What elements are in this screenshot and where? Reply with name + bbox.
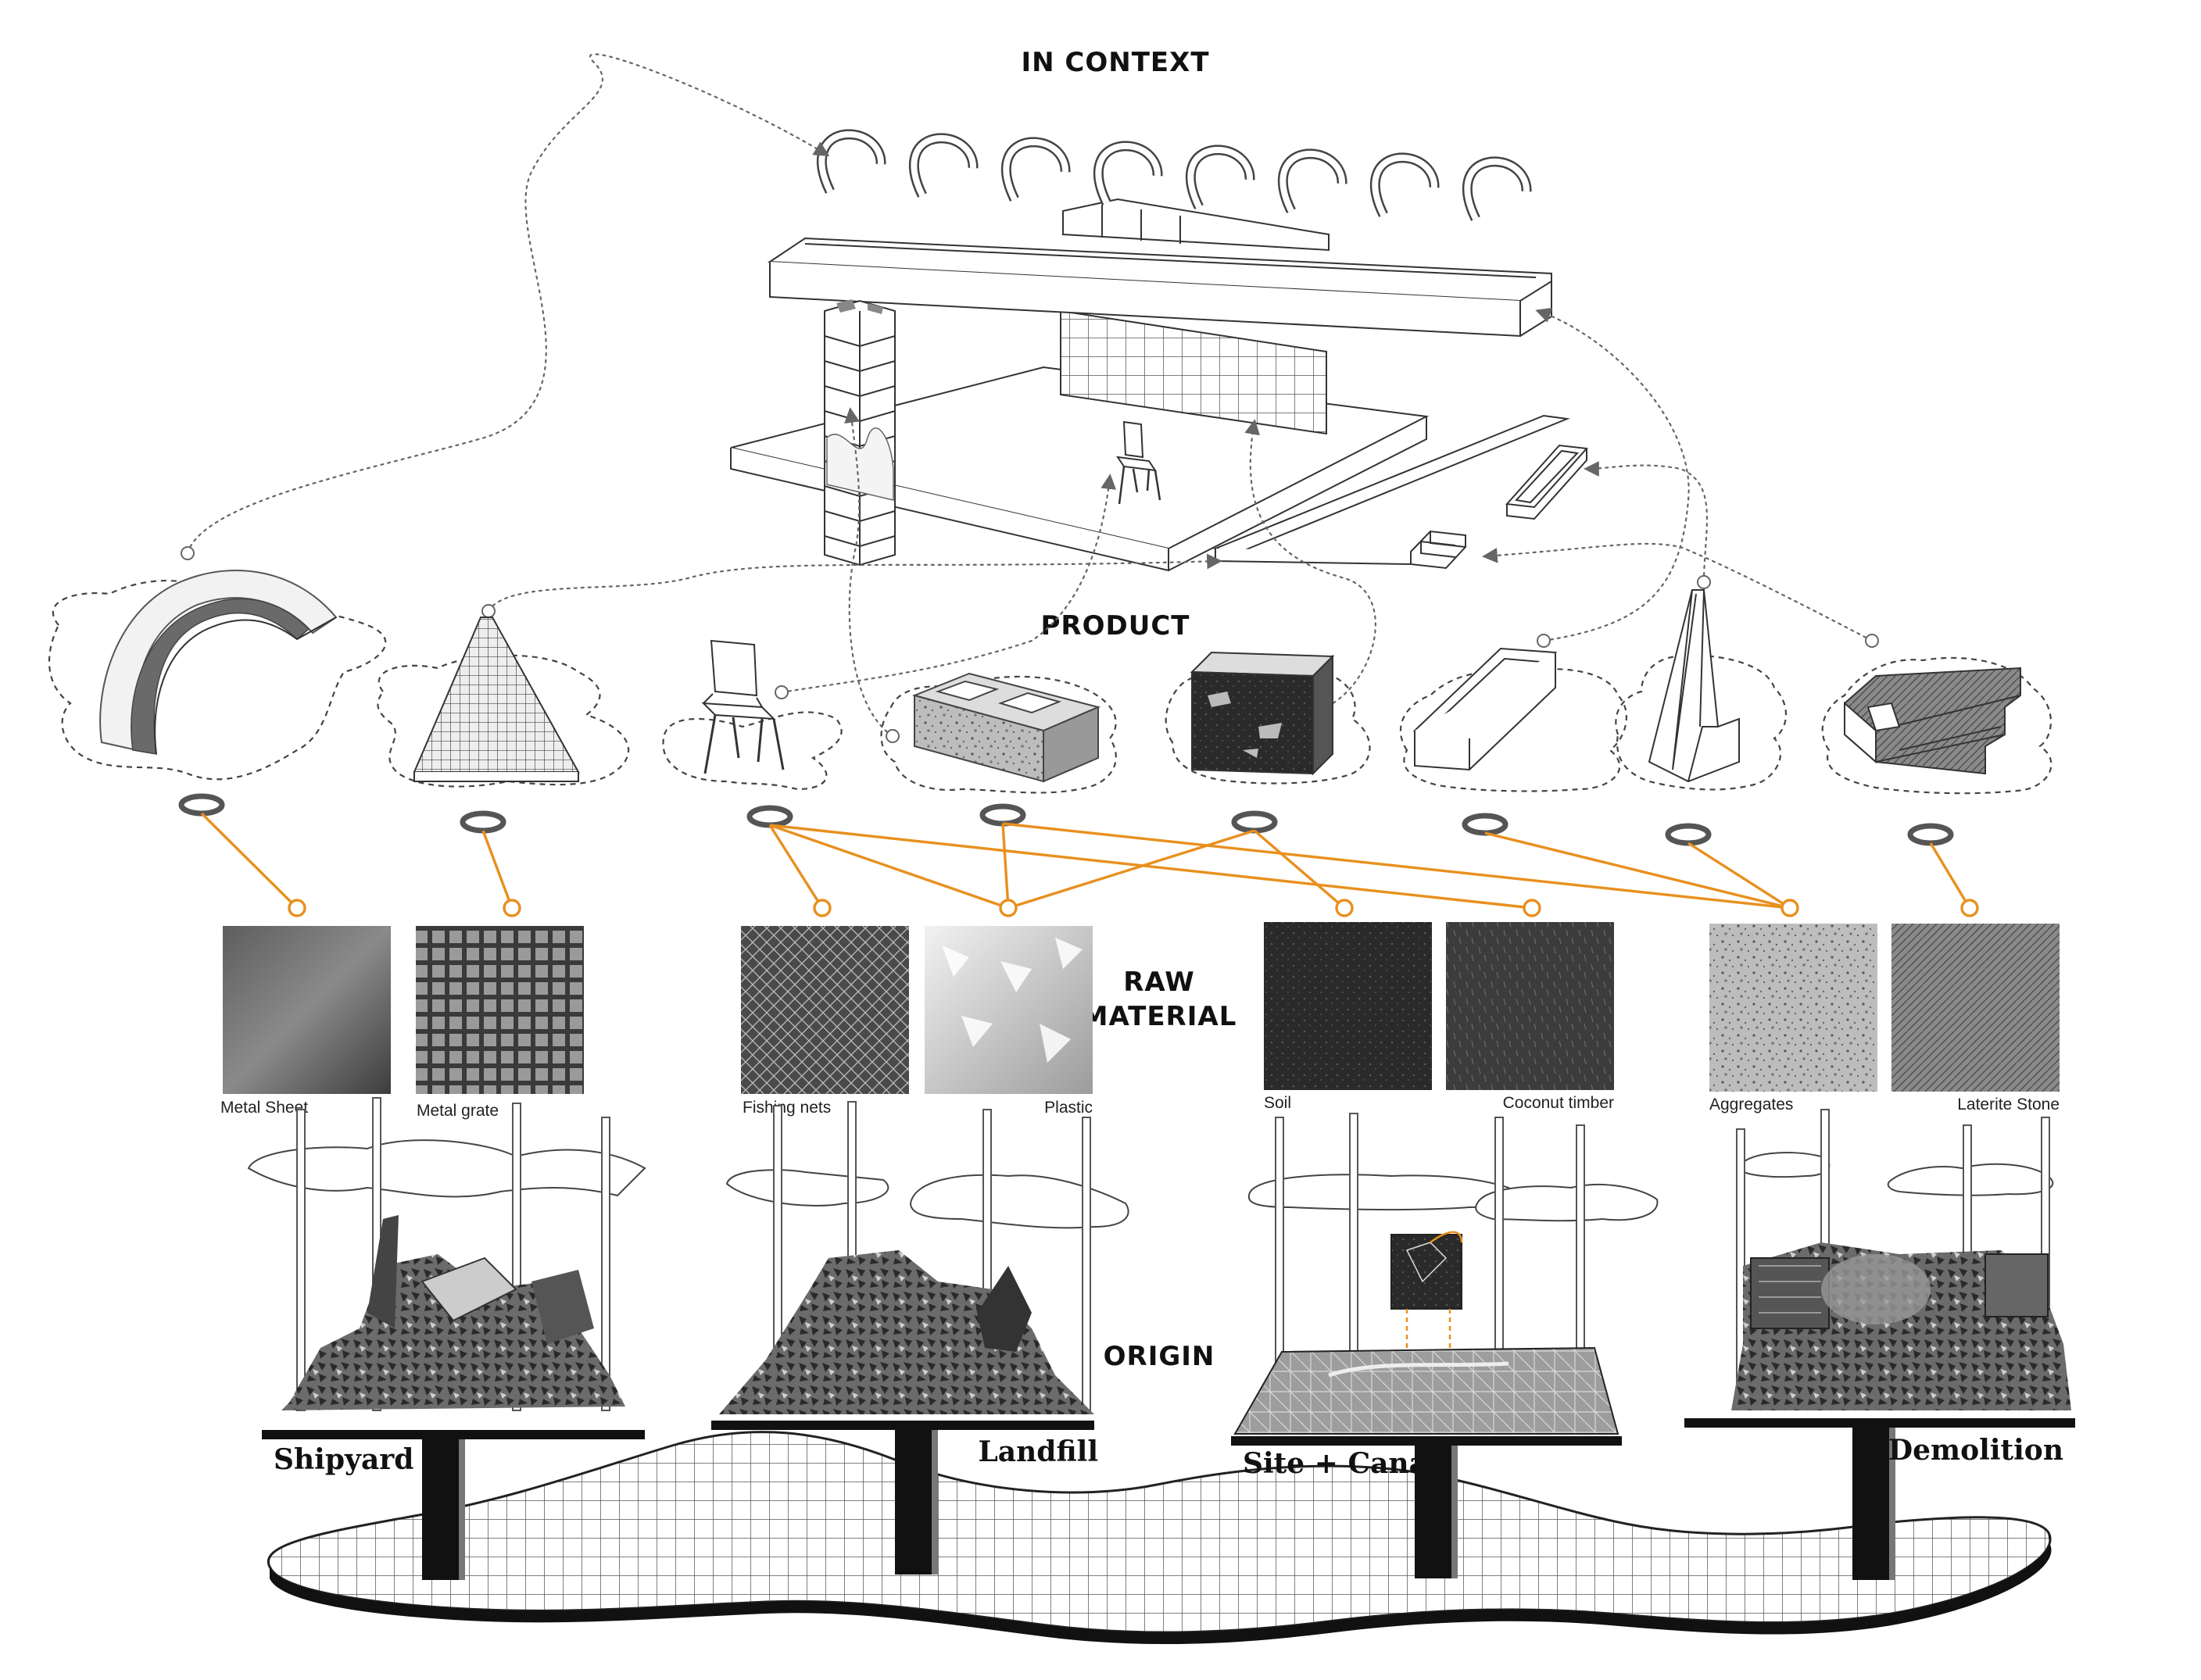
product-hollow-block [880, 672, 1117, 794]
origin-label: Site + Canal [1243, 1447, 1438, 1480]
material-label: Coconut timber [1503, 1094, 1614, 1112]
block-wall [1060, 309, 1327, 435]
block-column [824, 299, 896, 567]
material-label: Laterite Stone [1957, 1096, 2060, 1113]
swatch-laterite-stone [1891, 924, 2060, 1092]
curved-metal-sheet-icon [99, 570, 338, 755]
arch-row [816, 129, 1532, 221]
product-chair [662, 639, 843, 791]
origin-site-canal: Site + Canal [1231, 1113, 1659, 1578]
soil-cube-icon [1190, 651, 1335, 776]
material-links [200, 812, 1979, 917]
in-context-title: IN CONTEXT [1021, 47, 1209, 78]
product-metal-grate [377, 617, 630, 788]
origin-demolition: Demolition [1684, 1109, 2075, 1580]
raw-material-swatches [223, 922, 2060, 1094]
product-soil-cube [1165, 651, 1371, 785]
material-label: Aggregates [1709, 1096, 1793, 1113]
origin-shipyard: Shipyard [247, 1097, 646, 1580]
ground-terrain [267, 1431, 2052, 1645]
material-label: Metal Sheet [220, 1099, 308, 1117]
origin-landfill: Landfill [711, 1101, 1129, 1575]
small-chair [1115, 420, 1161, 505]
swatch-metal-sheet [223, 926, 391, 1094]
hollow-block-icon [911, 672, 1101, 783]
link-node [288, 899, 306, 917]
link-node [813, 899, 832, 917]
plastic-flakes [942, 938, 1083, 1063]
metal-grate-pyramid-icon [413, 617, 580, 782]
product-ring [979, 803, 1026, 827]
product-ring [460, 810, 506, 834]
product-curved-metal-sheet [48, 570, 387, 781]
raw-material-title-line2: MATERIAL [1082, 1001, 1237, 1032]
swatch-metal-grate [416, 926, 584, 1094]
product-rings [178, 793, 1954, 846]
in-context-assembly [730, 129, 1589, 572]
product-ring [1907, 823, 1954, 846]
swatch-coconut-timber [1446, 922, 1614, 1090]
origin-title: ORIGIN [1104, 1341, 1215, 1372]
origin-label: Landfill [978, 1435, 1098, 1468]
link-node [503, 899, 521, 917]
link-node [1960, 899, 1979, 917]
raw-material-title-line1: RAW [1123, 967, 1194, 998]
material-label: Fishing nets [743, 1099, 831, 1117]
chair-icon [701, 639, 785, 774]
product-steps [1821, 656, 2052, 795]
swatch-soil [1264, 922, 1432, 1090]
channel-icon [1648, 589, 1740, 783]
product-channel [1615, 589, 1788, 791]
origin-label: Shipyard [274, 1443, 413, 1476]
product-ring [1231, 810, 1278, 834]
swatch-aggregates [1709, 924, 1877, 1092]
planter-trough-icon [1412, 647, 1558, 771]
raw-material-labels: Metal Sheet Metal grate Fishing nets Pla… [220, 1094, 2060, 1120]
material-label: Plastic [1044, 1099, 1093, 1117]
steps-icon [1844, 667, 2021, 775]
product-planter-trough [1399, 647, 1627, 792]
link-node [1780, 899, 1799, 917]
product-title: PRODUCT [1041, 610, 1190, 642]
material-label: Metal grate [417, 1102, 499, 1120]
product-ring [1665, 823, 1712, 846]
material-label: Soil [1264, 1094, 1291, 1112]
origin-label: Demolition [1888, 1434, 2063, 1467]
products-row [48, 570, 2052, 795]
link-node [999, 899, 1018, 917]
product-ring [1462, 813, 1508, 836]
link-node [1523, 899, 1541, 917]
product-ring [746, 805, 793, 828]
product-ring [178, 793, 225, 817]
swatch-fishing-nets [741, 926, 909, 1094]
link-node [1335, 899, 1354, 917]
